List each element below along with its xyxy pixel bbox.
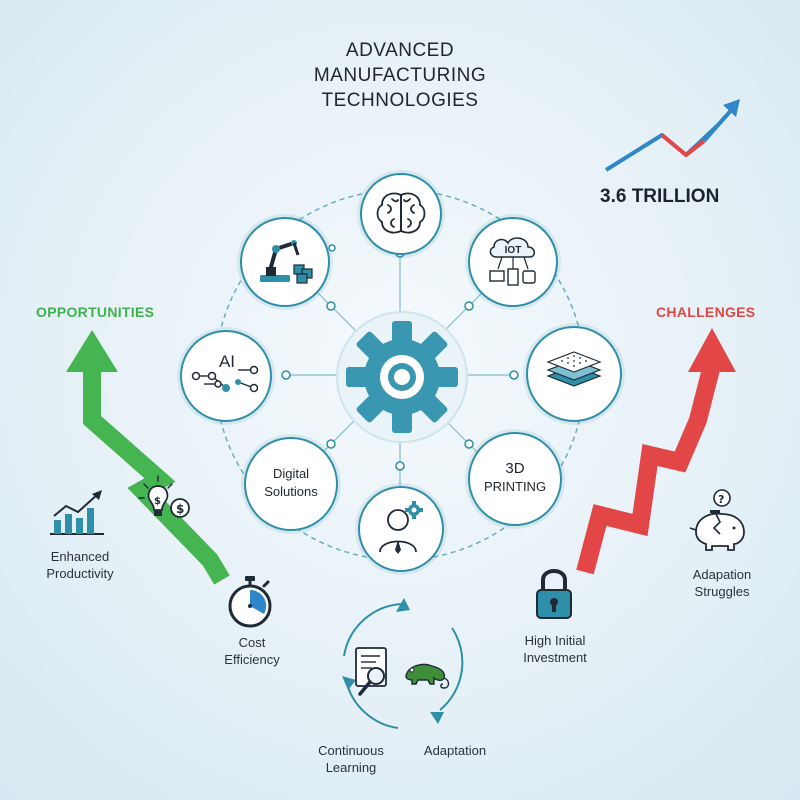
padlock-icon [536,569,572,619]
continuous-learning-label: Continuous Learning [318,743,384,775]
adaptation-struggles-label: Adapation Struggles [692,567,752,599]
neural-network-icon [191,365,259,393]
svg-text:$: $ [154,496,161,507]
high-initial-investment-label: High Initial Investment [523,633,587,665]
title-line-2: MANUFACTURING [313,65,487,86]
svg-text:$: $ [176,502,184,516]
enhanced-productivity-label: Enhanced Productivity [46,549,114,581]
3d-printing-node: 3D PRINTING [468,432,562,526]
page-title: ADVANCED MANUFACTURING TECHNOLOGIES [250,38,550,113]
central-gear-badge [336,311,468,443]
title-line-1: ADVANCED [345,40,455,61]
adaptation-label: Adaptation [423,743,487,758]
gear-icon [346,321,458,433]
brain-node [360,173,442,255]
title-line-3: TECHNOLOGIES [321,90,479,111]
layers-node [526,326,622,422]
cloud-iot-icon [489,237,536,286]
iot-node: IOT [468,217,558,307]
lightbulb-dollar-icon: $ $ [138,475,190,518]
worker-icon [379,501,423,554]
robotics-node [240,217,330,307]
broken-piggy-bank-icon: ? [689,489,745,551]
ai-label: AI [218,352,236,371]
trend-arrow-icon [604,99,740,172]
chameleon-icon [405,663,450,689]
bar-chart-icon [50,490,104,535]
ai-node: AI [180,330,272,422]
layers-icon [546,351,602,387]
opportunities-heading: OPPORTUNITIES [36,304,155,320]
brain-icon [376,192,426,234]
robot-arm-icon [260,240,313,284]
challenges-heading: CHALLENGES [656,304,756,320]
svg-text:?: ? [718,493,724,506]
stopwatch-icon [228,576,272,628]
digital-solutions-label: Digital Solutions [264,466,318,499]
market-value-label: 3.6 TRILLION [600,186,720,207]
workforce-node [358,486,444,572]
iot-label: IOT [504,245,522,256]
3d-printing-label: 3D PRINTING [483,460,547,494]
cost-efficiency-label: Cost Efficiency [224,635,280,667]
digital-solutions-node: Digital Solutions [244,437,338,531]
document-search-icon [355,647,387,696]
